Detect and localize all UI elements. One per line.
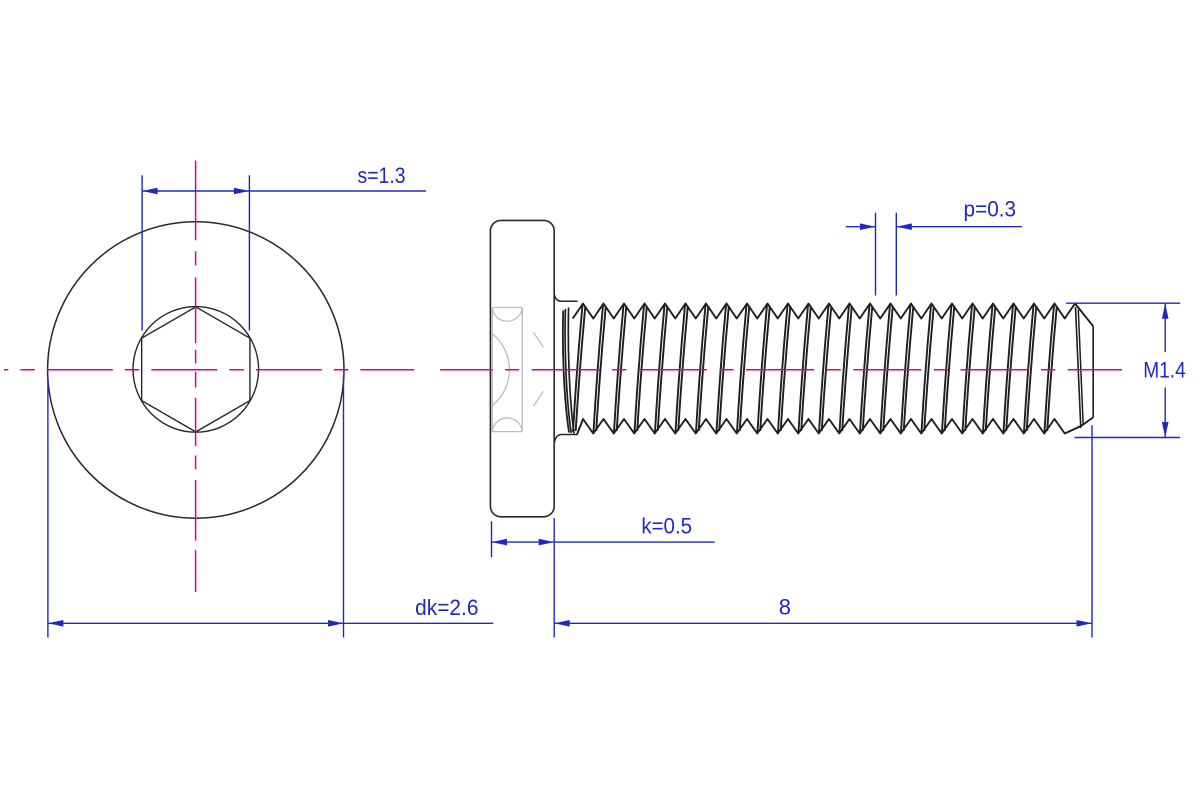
svg-text:k=0.5: k=0.5 xyxy=(641,513,692,538)
svg-text:M1.4: M1.4 xyxy=(1143,358,1186,383)
svg-text:s=1.3: s=1.3 xyxy=(358,163,406,188)
svg-text:8: 8 xyxy=(779,594,791,619)
svg-text:p=0.3: p=0.3 xyxy=(964,196,1017,221)
svg-text:dk=2.6: dk=2.6 xyxy=(415,595,478,620)
